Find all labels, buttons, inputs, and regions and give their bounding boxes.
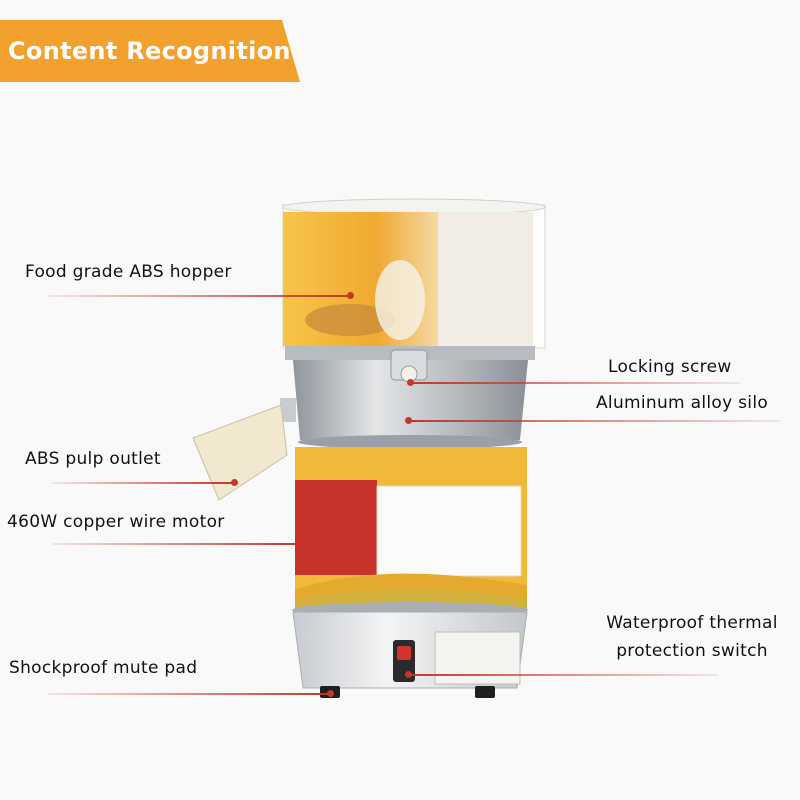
banner-title: Content Recognition bbox=[8, 37, 291, 65]
label-silo: Aluminum alloy silo bbox=[596, 393, 769, 413]
leader-line-switch bbox=[408, 674, 718, 676]
leader-line-hopper bbox=[48, 295, 348, 297]
leader-line-locking-screw bbox=[410, 382, 740, 384]
leader-line-motor bbox=[52, 543, 298, 545]
base bbox=[292, 602, 528, 698]
label-switch-line1: Waterproof thermal bbox=[606, 613, 778, 633]
label-motor: 460W copper wire motor bbox=[7, 512, 225, 532]
leader-line-pulp-outlet bbox=[52, 482, 232, 484]
leader-dot-pulp-outlet bbox=[230, 478, 238, 486]
motor-housing bbox=[295, 447, 527, 609]
label-switch-line2: protection switch bbox=[616, 641, 768, 661]
leader-dot-mute-pad bbox=[326, 689, 334, 697]
label-pulp-outlet: ABS pulp outlet bbox=[25, 449, 161, 469]
silo bbox=[285, 346, 535, 449]
leader-dot-hopper bbox=[346, 291, 354, 299]
leader-dot-locking-screw bbox=[406, 378, 414, 386]
label-hopper: Food grade ABS hopper bbox=[25, 262, 232, 282]
pulp-outlet bbox=[192, 398, 296, 501]
label-locking-screw: Locking screw bbox=[608, 357, 732, 377]
leader-line-silo bbox=[408, 420, 780, 422]
leader-dot-switch bbox=[404, 670, 412, 678]
label-mute-pad: Shockproof mute pad bbox=[9, 658, 198, 678]
leader-line-mute-pad bbox=[48, 693, 328, 695]
hopper bbox=[282, 198, 546, 349]
section-banner: Content Recognition bbox=[0, 20, 300, 82]
leader-dot-silo bbox=[404, 416, 412, 424]
